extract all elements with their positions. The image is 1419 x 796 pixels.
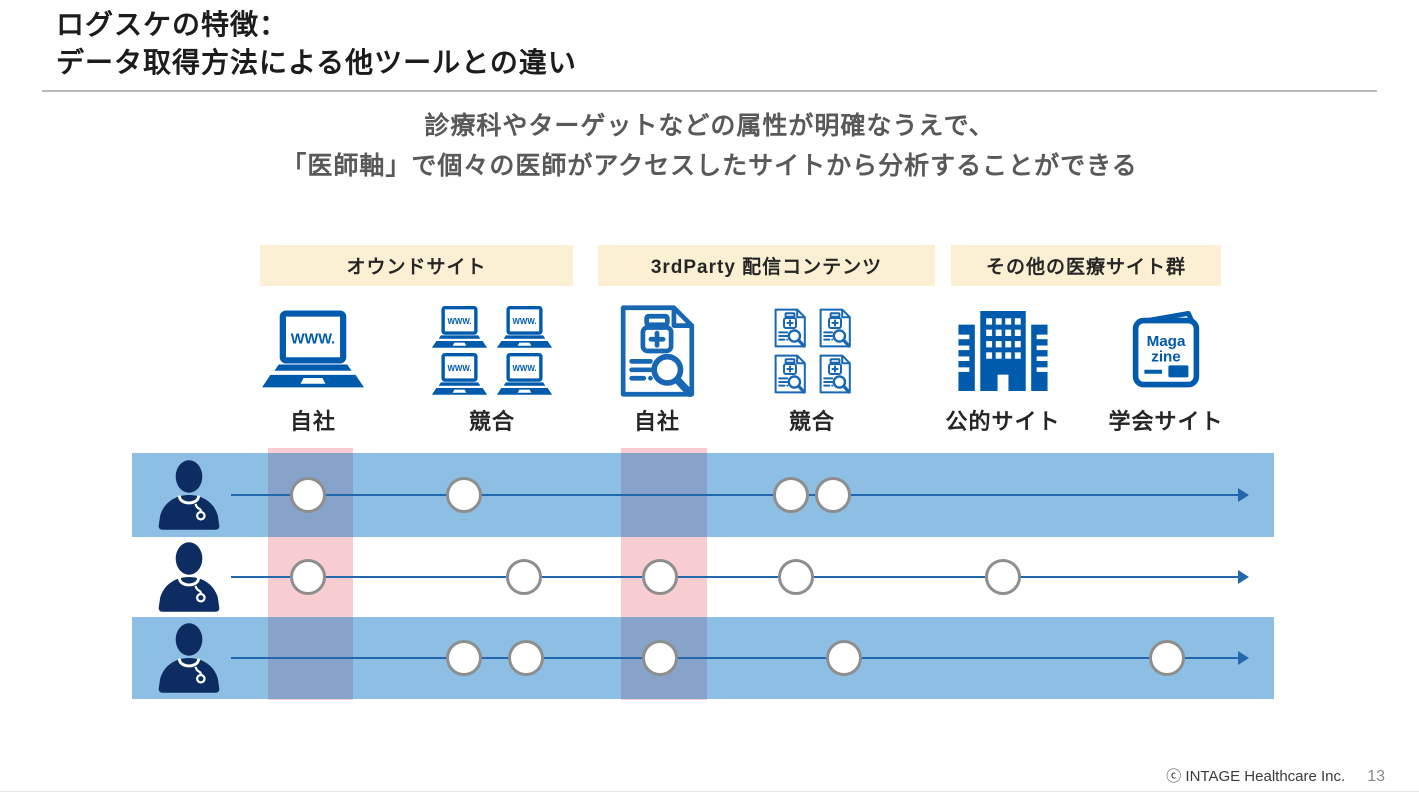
site-column-public-sites: 公的サイト <box>946 298 1060 438</box>
drug-document-search-icon <box>770 307 810 349</box>
site-column-own-site: 自社 <box>258 298 368 438</box>
site-visit-marker <box>985 559 1021 595</box>
site-visit-marker <box>642 559 678 595</box>
site-column-competitor-sites: 競合 <box>430 298 554 438</box>
site-column-label: 競合 <box>468 409 515 434</box>
page-title-line2: データ取得方法による他ツールとの違い <box>56 47 577 78</box>
drug-document-search-icon <box>610 302 704 400</box>
drug-document-search-icon <box>815 307 855 349</box>
laptop-www-icon <box>496 353 553 397</box>
magazine-icon <box>1126 307 1206 395</box>
site-visit-marker <box>508 640 544 676</box>
site-visit-marker <box>290 477 326 513</box>
drug-document-search-grid-icon <box>770 307 855 395</box>
doctor-timeline-row-1 <box>132 453 1274 537</box>
timeline-axis <box>231 651 1249 665</box>
drug-document-search-icon <box>770 353 810 395</box>
doctor-icon <box>152 458 226 532</box>
category-header-owned-sites: オウンドサイト <box>260 245 573 286</box>
site-visit-marker <box>778 559 814 595</box>
slide-subtitle: 診療科やターゲットなどの属性が明確なうえで、 「医師軸」で個々の医師がアクセスし… <box>0 106 1419 186</box>
public-building-icon <box>954 311 1052 391</box>
title-divider <box>42 90 1377 92</box>
laptop-www-icon <box>431 353 488 397</box>
site-column-label: 自社 <box>633 409 680 434</box>
doctor-icon <box>152 621 226 695</box>
site-visit-marker <box>826 640 862 676</box>
subtitle-line2: 「医師軸」で個々の医師がアクセスしたサイトから分析することができる <box>281 152 1138 180</box>
site-column-label: 自社 <box>289 409 336 434</box>
drug-document-search-icon <box>815 353 855 395</box>
site-column-academic-sites: 学会サイト <box>1109 298 1223 438</box>
site-visit-marker <box>1149 640 1185 676</box>
doctor-timeline-row-2 <box>132 541 1274 613</box>
page-title: ログスケの特徴： データ取得方法による他ツールとの違い <box>56 6 577 82</box>
copyright-text: ⓒ INTAGE Healthcare Inc. <box>1166 768 1346 785</box>
site-column-label: 競合 <box>788 409 835 434</box>
site-column-label: 公的サイト <box>945 409 1061 434</box>
site-visit-marker <box>290 559 326 595</box>
site-visit-marker <box>446 640 482 676</box>
arrow-right-icon <box>1238 488 1249 502</box>
site-visit-marker <box>815 477 851 513</box>
site-visit-marker <box>773 477 809 513</box>
laptop-www-grid-icon <box>431 306 553 397</box>
site-column-own-content: 自社 <box>611 298 703 438</box>
timeline-axis <box>231 570 1249 584</box>
site-visit-marker <box>506 559 542 595</box>
timeline-axis <box>231 488 1249 502</box>
page-title-line1: ログスケの特徴： <box>56 9 289 40</box>
site-visit-marker <box>446 477 482 513</box>
slide-bottom-edge <box>0 791 1419 792</box>
page-number: 13 <box>1367 768 1385 785</box>
footer: ⓒ INTAGE Healthcare Inc. 13 <box>1166 765 1385 786</box>
category-header-other-medical-sites: その他の医療サイト群 <box>951 245 1221 286</box>
laptop-www-icon <box>496 306 553 350</box>
arrow-right-icon <box>1238 570 1249 584</box>
doctor-timeline-row-3 <box>132 617 1274 699</box>
site-column-competitor-content: 競合 <box>770 298 854 438</box>
laptop-www-icon <box>261 310 365 392</box>
site-visit-marker <box>642 640 678 676</box>
category-header-3rdparty-content: 3rdParty 配信コンテンツ <box>598 245 935 286</box>
subtitle-line1: 診療科やターゲットなどの属性が明確なうえで、 <box>424 112 995 140</box>
site-column-label: 学会サイト <box>1108 409 1224 434</box>
laptop-www-icon <box>431 306 488 350</box>
arrow-right-icon <box>1238 651 1249 665</box>
doctor-icon <box>152 540 226 614</box>
